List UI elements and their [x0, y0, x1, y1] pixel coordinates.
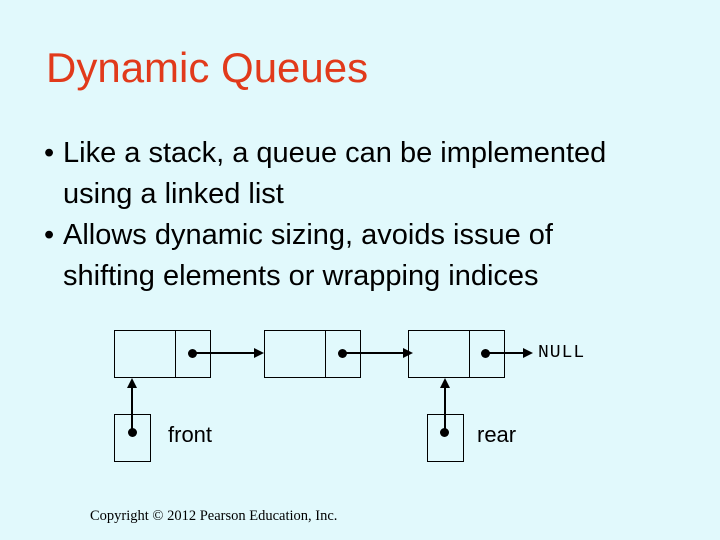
- bullet-item: • Allows dynamic sizing, avoids issue of…: [44, 215, 694, 297]
- bullet-item: • Like a stack, a queue can be implement…: [44, 133, 694, 215]
- rear-label: rear: [477, 422, 517, 447]
- rear-pointer-box: [427, 414, 464, 462]
- next-arrow-line: [342, 352, 404, 354]
- null-label: NULL: [538, 343, 586, 363]
- next-arrow-line: [192, 352, 255, 354]
- bullet-line: using a linked list: [63, 178, 284, 210]
- arrow-right-icon: [403, 348, 413, 358]
- bullet-marker: •: [44, 137, 55, 169]
- bullet-text: Like a stack, a queue can be implemented…: [63, 133, 606, 215]
- arrow-up-icon: [127, 378, 137, 388]
- list-node-1: [114, 330, 211, 378]
- arrow-up-icon: [440, 378, 450, 388]
- node-cell-divider: [175, 331, 176, 377]
- node-cell-divider: [469, 331, 470, 377]
- bullet-line: shifting elements or wrapping indices: [63, 260, 539, 292]
- front-pointer-box: [114, 414, 151, 462]
- list-node-2: [264, 330, 361, 378]
- node-cell-divider: [325, 331, 326, 377]
- bullet-text: Allows dynamic sizing, avoids issue of s…: [63, 215, 553, 297]
- null-arrow-line: [486, 352, 524, 354]
- arrow-right-icon: [254, 348, 264, 358]
- front-arrow-line: [131, 387, 133, 433]
- arrow-right-icon: [523, 348, 533, 358]
- front-label: front: [168, 422, 213, 447]
- pointer-dot-icon: [481, 349, 490, 358]
- bullet-line: Allows dynamic sizing, avoids issue of: [63, 219, 553, 251]
- bullet-line: Like a stack, a queue can be implemented: [63, 137, 607, 169]
- rear-arrow-line: [444, 387, 446, 433]
- copyright-text: Copyright © 2012 Pearson Education, Inc.: [90, 508, 338, 524]
- page-title: Dynamic Queues: [46, 44, 369, 91]
- bullet-marker: •: [44, 219, 55, 251]
- bullet-list: • Like a stack, a queue can be implement…: [44, 133, 694, 297]
- list-node-3: [408, 330, 505, 378]
